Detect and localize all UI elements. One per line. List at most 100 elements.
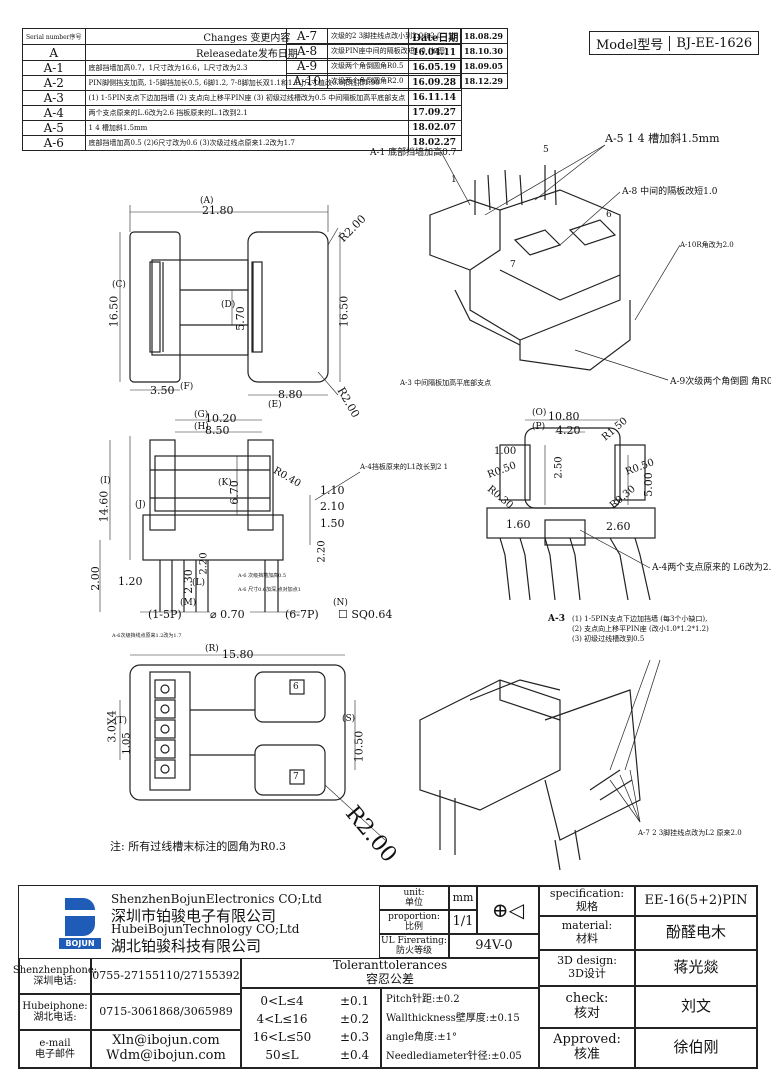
design-label-cell: 3D design:3D设计 bbox=[539, 950, 635, 986]
dim-f-label: (F) bbox=[180, 382, 194, 392]
dim-k: 6.70 bbox=[227, 480, 241, 505]
fire-label: UL Firerating: bbox=[381, 935, 447, 946]
pin-7-marker: 7 bbox=[293, 772, 299, 782]
hb-phone-label: Hubeiphone: bbox=[22, 1000, 88, 1012]
tolerance-title-cn: 容忍公差 bbox=[365, 972, 414, 986]
callout-a6a: A-6 次级挡墙加高0.5 bbox=[238, 573, 287, 579]
change-row: A-3(1) 1-5PIN支点下边加挡墙 (2) 支点向上移平PIN座 (3) … bbox=[22, 90, 463, 106]
check-label: check: bbox=[565, 991, 609, 1007]
email-label: e-mail bbox=[39, 1037, 71, 1049]
proportion-label-cell: proportion:比例 bbox=[379, 910, 449, 934]
pin-group-2: (6-7P) bbox=[285, 608, 319, 621]
spec-label-cn: 规格 bbox=[576, 900, 598, 913]
callout-a6c: A-6次级挡线点原来1.2改为1.7 bbox=[112, 633, 182, 639]
dim-i: 14.60 bbox=[97, 490, 111, 523]
dim-g-label: (G) bbox=[194, 410, 209, 420]
hb-phone-label-cell: Hubeiphone:湖北电话: bbox=[19, 994, 91, 1030]
bottom-view bbox=[119, 654, 386, 841]
tol-value: ±0.2 bbox=[340, 1012, 370, 1026]
approve-value: 徐伯刚 bbox=[635, 1028, 757, 1068]
tol-range: 0<L≤4 bbox=[260, 994, 304, 1008]
material-value: 酚醛电木 bbox=[635, 916, 757, 950]
general-note: 注: 所有过线槽末标注的圆角为R0.3 bbox=[110, 840, 286, 853]
dim-o: 10.80 bbox=[548, 410, 580, 423]
logo-text: BOJUN bbox=[59, 938, 101, 949]
design-label-cn: 3D设计 bbox=[568, 967, 606, 980]
callout-a3-top: A-3 中间隔板加高平底部支点 bbox=[400, 379, 492, 387]
tol-range: 16<L≤50 bbox=[252, 1030, 312, 1044]
dim-250: 2.50 bbox=[553, 456, 565, 479]
callout-a10: A-10R角改为2.0 bbox=[680, 241, 734, 249]
row-date: 18.02.27 bbox=[408, 135, 463, 151]
spec-value: EE-16(5+2)PIN bbox=[635, 886, 757, 916]
angle-tolerance: angle角度:±1° bbox=[386, 1032, 458, 1043]
dim-100: 1.00 bbox=[494, 446, 517, 457]
dim-p-label: (P) bbox=[532, 422, 546, 432]
row-code: A-9 bbox=[286, 58, 328, 74]
pin-square: ☐ SQ0.64 bbox=[338, 608, 393, 621]
dim-r: 15.80 bbox=[222, 648, 254, 661]
material-label-cn: 材料 bbox=[576, 932, 598, 945]
dim-r-label: (R) bbox=[205, 644, 219, 654]
company-en-2: HubeiBojunTechnology CO;Ltd bbox=[111, 922, 300, 936]
fire-label-cell: UL Firerating:防火等级 bbox=[379, 934, 449, 958]
dim-500: 5.00 bbox=[641, 472, 655, 497]
unit-value: mm bbox=[449, 886, 477, 910]
callout-a3-1: (1) 1-5PIN支点下边加挡墙 (每3个小缺口), bbox=[572, 615, 708, 623]
sz-phone-label-cn: 深圳电话: bbox=[33, 976, 77, 987]
row-code: A-4 bbox=[22, 105, 86, 121]
model-value: BJ-EE-1626 bbox=[669, 35, 758, 51]
row-code: A-6 bbox=[22, 135, 86, 151]
dim-c-label: (C) bbox=[112, 280, 126, 290]
check-value: 刘文 bbox=[635, 986, 757, 1028]
dim-j-label: (J) bbox=[135, 500, 146, 510]
tolerance-ranges: 0<L≤4±0.1 4<L≤16±0.2 16<L≤50±0.3 50≤L±0.… bbox=[241, 988, 381, 1068]
dim-200: 2.00 bbox=[88, 566, 102, 591]
sz-phone-label: Shenzhenphone: bbox=[12, 964, 98, 976]
wall-tolerance: Wallthickness壁厚度:±0.15 bbox=[386, 1013, 520, 1024]
fire-value: 94V-0 bbox=[449, 934, 539, 958]
proportion-label-cn: 比例 bbox=[404, 922, 423, 932]
dim-150: 1.50 bbox=[320, 517, 345, 530]
row-code: A-1 bbox=[22, 60, 86, 76]
company-en-1: ShenzhenBojunElectronics CO;Ltd bbox=[111, 892, 322, 906]
callout-a3-2: (2) 支点向上移平PIN座 (改小1.0*1.2*1.2) bbox=[572, 625, 709, 633]
check-label-cell: check:核对 bbox=[539, 986, 635, 1028]
tolerance-specs: Pitch针距:±0.2 Wallthickness壁厚度:±0.15 angl… bbox=[381, 988, 539, 1068]
pin-group-1: (1-5P) bbox=[148, 608, 182, 621]
dim-105: 1.05 bbox=[121, 732, 133, 755]
front-view bbox=[99, 419, 311, 613]
tol-value: ±0.1 bbox=[340, 994, 370, 1008]
bojun-logo: BOJUN bbox=[59, 898, 101, 950]
hb-phone-value: 0715-3061868/3065989 bbox=[91, 994, 241, 1030]
callout-a1: A-1 底部挡墙加高0.7 bbox=[370, 148, 457, 158]
iso-pin-5: 5 bbox=[543, 145, 549, 155]
sz-phone-value: 0755-27155110/27155392 bbox=[91, 958, 241, 994]
dim-220a: 2.20 bbox=[198, 552, 210, 575]
top-view bbox=[119, 205, 341, 396]
row-date: 18.02.07 bbox=[408, 120, 463, 136]
tolerance-title: Toleranttolerances bbox=[332, 958, 448, 973]
dim-g: 10.20 bbox=[205, 412, 237, 425]
proportion-label: proportion: bbox=[388, 911, 440, 922]
callout-a3-label: A-3 bbox=[548, 614, 565, 624]
dim-d: 5.70 bbox=[233, 306, 247, 331]
tol-value: ±0.4 bbox=[340, 1048, 370, 1062]
callout-a6b: A-6 尺寸0.6加深,点对加点1 bbox=[238, 587, 301, 593]
dim-c2: 16.50 bbox=[337, 295, 351, 328]
spec-label-cell: specification:规格 bbox=[539, 886, 635, 916]
unit-label-cn: 单位 bbox=[404, 898, 423, 908]
material-label-cell: material:材料 bbox=[539, 916, 635, 950]
dim-o-label: (O) bbox=[532, 408, 547, 418]
dim-160: 1.60 bbox=[506, 518, 531, 531]
dim-e-label: (E) bbox=[268, 400, 282, 410]
hb-phone-label-cn: 湖北电话: bbox=[33, 1012, 77, 1023]
dim-t-label: (T) bbox=[114, 716, 128, 726]
isometric-view-bottom bbox=[419, 679, 641, 871]
